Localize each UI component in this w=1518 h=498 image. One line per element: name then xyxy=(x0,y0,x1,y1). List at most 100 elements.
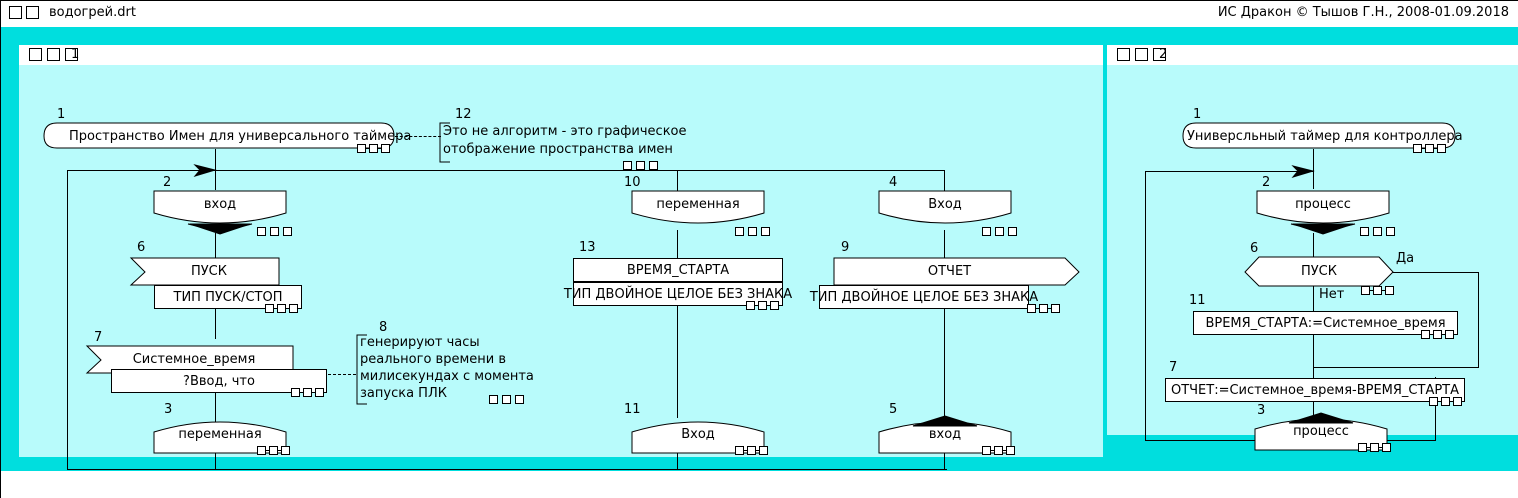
square-icon[interactable] xyxy=(1135,48,1148,61)
link-6-7 xyxy=(215,309,216,339)
node-3-shape[interactable] xyxy=(153,418,287,454)
link-3-frame xyxy=(215,453,216,470)
panel-1-window-icons xyxy=(29,48,78,61)
link-p2-7-3 xyxy=(1313,402,1314,415)
node-p2-1-handles[interactable] xyxy=(1413,144,1446,153)
p2-yes-line-v xyxy=(1478,272,1479,368)
node-p2-2-shape[interactable] xyxy=(1256,190,1390,235)
node-13-name-box[interactable]: ВРЕМЯ_СТАРТА xyxy=(573,258,783,282)
node-9-shape[interactable] xyxy=(833,257,1080,286)
panel-1-canvas[interactable]: 1 Пространство Имен для универсального т… xyxy=(19,65,1103,470)
node-13-handles[interactable] xyxy=(746,301,779,310)
status-bar xyxy=(1,471,1518,498)
copyright-label: ИС Дракон © Тышов Г.Н., 2008-01.09.2018 xyxy=(1217,5,1509,20)
square-icon[interactable] xyxy=(9,6,22,19)
comment-8-handles[interactable] xyxy=(489,395,524,404)
square-icon[interactable] xyxy=(26,6,39,19)
link-2-6 xyxy=(215,233,216,259)
panel-2-header[interactable]: 2 xyxy=(1107,45,1518,65)
node-p2-7-box[interactable]: ОТЧЕТ:=Системное_время-ВРЕМЯ_СТАРТА xyxy=(1165,378,1465,402)
node-5-handles[interactable] xyxy=(982,446,1015,455)
node-p2-6-no-label: Нет xyxy=(1319,287,1345,302)
node-p2-7-handles[interactable] xyxy=(1429,397,1462,406)
node-p2-3-shape[interactable] xyxy=(1254,409,1388,451)
square-icon[interactable] xyxy=(1117,48,1130,61)
node-5-number: 5 xyxy=(889,402,898,417)
frame-arrow-icon xyxy=(193,164,217,177)
square-icon[interactable] xyxy=(1153,48,1166,61)
link-10-13 xyxy=(677,230,678,259)
node-11-label: Вход xyxy=(681,427,715,442)
p2-loop-arrow-icon xyxy=(1291,165,1315,178)
node-p2-11-number: 11 xyxy=(1189,293,1206,308)
frame-left-line xyxy=(67,170,68,470)
node-p2-7-number: 7 xyxy=(1169,360,1178,375)
node-p2-11-box[interactable]: ВРЕМЯ_СТАРТА:=Системное_время xyxy=(1193,311,1458,335)
panel-1-number: 1 xyxy=(71,47,80,62)
comment-8-text: генерируют часы реального времени в мили… xyxy=(360,335,534,401)
node-5-label: вход xyxy=(928,427,962,442)
node-p2-3-handles[interactable] xyxy=(1358,443,1391,452)
panel-1-header[interactable]: 1 xyxy=(19,45,1103,65)
square-icon[interactable] xyxy=(65,48,78,61)
node-p2-1-number: 1 xyxy=(1193,107,1202,122)
node-2-shape[interactable] xyxy=(153,190,287,235)
node-9-type-box[interactable]: ТИП ДВОЙНОЕ ЦЕЛОЕ БЕЗ ЗНАКА xyxy=(810,285,1038,309)
title-bar: водогрей.drt ИС Дракон © Тышов Г.Н., 200… xyxy=(1,1,1518,27)
link-9-5 xyxy=(944,309,945,418)
node-9-number: 9 xyxy=(841,240,850,255)
square-icon[interactable] xyxy=(47,48,60,61)
node-4-shape[interactable] xyxy=(878,190,1012,227)
link-p2-11-7 xyxy=(1313,335,1314,380)
diagram-panel-1[interactable]: 1 1 Пространство Имен для универсального… xyxy=(19,45,1103,470)
node-p2-3-number: 3 xyxy=(1257,403,1266,418)
document-filename: водогрей.drt xyxy=(49,5,136,20)
square-icon[interactable] xyxy=(29,48,42,61)
p2-loop-top xyxy=(1145,171,1313,172)
comment-8-bracket xyxy=(356,334,367,405)
node-7-handles[interactable] xyxy=(291,388,324,397)
node-7-number: 7 xyxy=(94,330,103,345)
node-p2-3-label: процесс xyxy=(1293,424,1349,439)
comment-12-connector xyxy=(395,136,441,137)
node-2-handles[interactable] xyxy=(257,227,292,236)
node-6-number: 6 xyxy=(137,240,146,255)
node-4-number: 4 xyxy=(889,175,898,190)
node-9-label: ОТЧЕТ xyxy=(927,264,972,279)
node-2-label: вход xyxy=(203,197,237,212)
frame-top-line xyxy=(67,170,216,171)
panel-2-canvas[interactable]: 1 Универсльный таймер для контроллера xyxy=(1107,65,1518,452)
p2-loop-left xyxy=(1145,171,1146,441)
node-p2-6-number: 6 xyxy=(1250,241,1259,256)
node-11-shape[interactable] xyxy=(631,418,765,454)
node-p2-6-handles[interactable] xyxy=(1361,286,1394,295)
spine-col-b-top xyxy=(677,170,678,191)
node-p2-11-handles[interactable] xyxy=(1421,330,1454,339)
node-1-handles[interactable] xyxy=(357,144,390,153)
node-4-handles[interactable] xyxy=(982,227,1017,236)
node-p2-1-label: Универсльный таймер для контроллера xyxy=(1187,129,1463,144)
comment-12-number: 12 xyxy=(455,107,472,122)
node-6-handles[interactable] xyxy=(265,304,298,313)
node-p2-2-handles[interactable] xyxy=(1360,227,1395,236)
frame-top-line-c xyxy=(677,170,944,171)
link-7-3 xyxy=(215,393,216,423)
node-1-number: 1 xyxy=(57,107,66,122)
link-11-frame xyxy=(677,453,678,470)
node-5-shape[interactable] xyxy=(878,412,1012,454)
node-13-type-box[interactable]: ТИП ДВОЙНОЕ ЦЕЛОЕ БЕЗ ЗНАКА xyxy=(564,282,792,306)
comment-8-number: 8 xyxy=(379,320,388,335)
node-10-handles[interactable] xyxy=(735,227,770,236)
comment-12-handles[interactable] xyxy=(623,161,658,170)
diagram-panel-2[interactable]: 2 1 Универсльный таймер для контроллера xyxy=(1107,45,1518,452)
node-11-handles[interactable] xyxy=(735,446,768,455)
p2-yes-line-back xyxy=(1313,367,1478,368)
p2-loop-right xyxy=(1435,377,1436,441)
spine-col-c-top xyxy=(944,170,945,191)
node-2-number: 2 xyxy=(163,175,172,190)
node-11-number: 11 xyxy=(624,402,641,417)
node-10-shape[interactable] xyxy=(631,190,765,227)
node-9-handles[interactable] xyxy=(1027,304,1060,313)
node-3-handles[interactable] xyxy=(257,446,290,455)
